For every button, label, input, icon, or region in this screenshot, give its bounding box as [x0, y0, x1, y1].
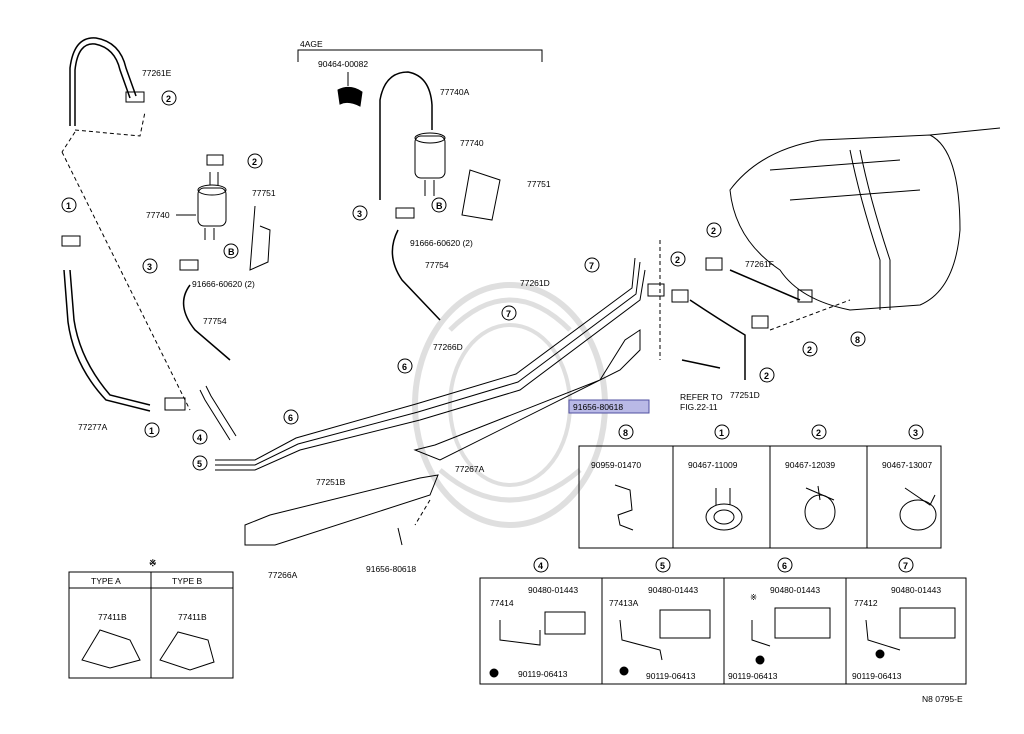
- engine-variant-label: 4AGE: [300, 39, 323, 49]
- svg-text:77251B: 77251B: [316, 477, 346, 487]
- svg-text:6: 6: [402, 362, 407, 372]
- type-table-mark: ※: [149, 558, 157, 568]
- parts-table-row2: 4 5 6 7 90480-01443 77414 90119-06413 90…: [479, 557, 967, 685]
- svg-text:77754: 77754: [425, 260, 449, 270]
- svg-text:TYPE B: TYPE B: [172, 576, 203, 586]
- svg-text:77754: 77754: [203, 316, 227, 326]
- svg-text:2: 2: [252, 157, 257, 167]
- svg-text:TYPE A: TYPE A: [91, 576, 121, 586]
- svg-text:77412: 77412: [854, 598, 878, 608]
- middle-canister-group: 90464-00082 77740A 77740 77751 B 91666-6…: [318, 59, 551, 321]
- svg-text:77413A: 77413A: [609, 598, 639, 608]
- svg-text:77751: 77751: [252, 188, 276, 198]
- svg-text:90119-06413: 90119-06413: [646, 671, 696, 681]
- svg-text:5: 5: [660, 561, 665, 571]
- svg-text:2: 2: [764, 371, 769, 381]
- svg-text:3: 3: [357, 209, 362, 219]
- svg-text:7: 7: [589, 261, 594, 271]
- parts-table-row1: 8 1 2 3 90959-01470 90467-11009 90467-12…: [578, 424, 942, 549]
- svg-text:3: 3: [913, 428, 918, 438]
- svg-text:8: 8: [855, 335, 860, 345]
- svg-text:91656-80618: 91656-80618: [366, 564, 416, 574]
- svg-text:4: 4: [197, 433, 202, 443]
- svg-text:2: 2: [807, 345, 812, 355]
- svg-text:4: 4: [538, 561, 543, 571]
- svg-text:※: ※: [750, 592, 757, 602]
- svg-text:3: 3: [147, 262, 152, 272]
- svg-text:77261E: 77261E: [142, 68, 172, 78]
- svg-text:8: 8: [623, 428, 628, 438]
- protectors: 77267A 77266A 91656-80618 91656-80618: [244, 329, 650, 580]
- svg-text:2: 2: [675, 255, 680, 265]
- svg-text:90119-06413: 90119-06413: [852, 671, 902, 681]
- svg-text:1: 1: [719, 428, 724, 438]
- svg-text:91656-80618: 91656-80618: [573, 402, 623, 412]
- svg-text:90480-01443: 90480-01443: [648, 585, 698, 595]
- svg-text:90959-01470: 90959-01470: [591, 460, 641, 470]
- svg-text:77414: 77414: [490, 598, 514, 608]
- svg-text:B: B: [436, 201, 443, 211]
- svg-text:FIG.22-11: FIG.22-11: [680, 402, 718, 412]
- svg-text:77751: 77751: [527, 179, 551, 189]
- svg-text:77277A: 77277A: [78, 422, 108, 432]
- svg-text:91666-60620 (2): 91666-60620 (2): [192, 279, 255, 289]
- svg-text:6: 6: [782, 561, 787, 571]
- svg-text:77411B: 77411B: [178, 612, 207, 622]
- svg-text:7: 7: [903, 561, 908, 571]
- svg-text:90464-00082: 90464-00082: [318, 59, 368, 69]
- svg-text:77261F: 77261F: [745, 259, 774, 269]
- svg-text:6: 6: [288, 413, 293, 423]
- svg-text:90480-01443: 90480-01443: [528, 585, 578, 595]
- svg-text:B: B: [228, 247, 235, 257]
- svg-text:90467-12039: 90467-12039: [785, 460, 835, 470]
- svg-text:7: 7: [506, 309, 511, 319]
- fuel-tank-group: 77261F 2 2 2 2 8 77251D REFER TO FIG.22-…: [647, 127, 1001, 412]
- svg-text:2: 2: [166, 94, 171, 104]
- svg-text:2: 2: [711, 226, 716, 236]
- svg-text:90119-06413: 90119-06413: [518, 669, 568, 679]
- svg-text:77266A: 77266A: [268, 570, 298, 580]
- svg-text:77740A: 77740A: [440, 87, 470, 97]
- left-canister-group: 77261E 2 2 77740 77751 B 91666-60620 (2)…: [61, 37, 276, 438]
- engine-variant-group: 4AGE: [297, 39, 543, 62]
- svg-text:77740: 77740: [146, 210, 170, 220]
- svg-text:77266D: 77266D: [433, 342, 463, 352]
- svg-text:77251D: 77251D: [730, 390, 760, 400]
- svg-text:90467-13007: 90467-13007: [882, 460, 932, 470]
- svg-text:1: 1: [149, 426, 154, 436]
- svg-text:90119-06413: 90119-06413: [728, 671, 778, 681]
- svg-text:90480-01443: 90480-01443: [891, 585, 941, 595]
- svg-text:90480-01443: 90480-01443: [770, 585, 820, 595]
- svg-text:REFER TO: REFER TO: [680, 392, 723, 402]
- footer-code: N8 0795-E: [922, 694, 963, 704]
- svg-text:2: 2: [816, 428, 821, 438]
- type-table: ※ TYPE A TYPE B 77411B 77411B: [68, 558, 234, 679]
- highlighted-part-label: [568, 399, 650, 414]
- svg-text:91666-60620 (2): 91666-60620 (2): [410, 238, 473, 248]
- svg-text:77740: 77740: [460, 138, 484, 148]
- svg-text:90467-11009: 90467-11009: [688, 460, 738, 470]
- svg-text:77261D: 77261D: [520, 278, 550, 288]
- svg-text:5: 5: [197, 459, 202, 469]
- svg-text:77411B: 77411B: [98, 612, 127, 622]
- svg-text:77267A: 77267A: [455, 464, 485, 474]
- fuel-pipes: 77261D 77266D 77251B 7 7 6 6 4 5: [192, 257, 646, 487]
- svg-text:1: 1: [66, 201, 71, 211]
